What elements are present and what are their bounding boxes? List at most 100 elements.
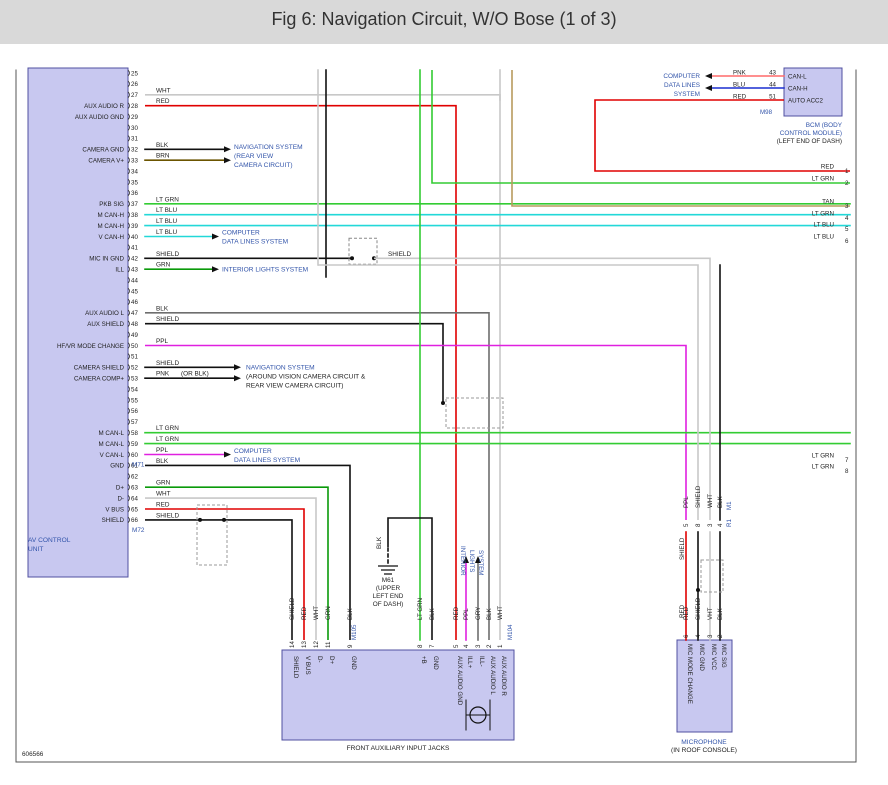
jack-pin-label-8: +B: [420, 656, 427, 664]
wire-label-shield-42: SHIELD: [388, 251, 411, 258]
av-pin-number-33: 33: [131, 158, 138, 165]
av-pin-label-43: ILL: [115, 267, 124, 274]
wire-47-blk: [145, 311, 490, 640]
connector-m105: M105: [351, 624, 358, 640]
av-pin-label-39: M CAN-H: [98, 223, 124, 230]
pin-terminal: [127, 80, 130, 88]
bcm-pin-label-44: CAN-H: [788, 85, 808, 92]
pin-terminal: [127, 505, 130, 513]
jack-pin-number-7: 7: [429, 644, 436, 648]
jack-pin-label-14: SHIELD: [292, 656, 299, 679]
shield-box-48: [445, 397, 504, 429]
figure-code: 606566: [22, 751, 44, 758]
ref-nav-rear-2: (REAR VIEW: [234, 153, 274, 160]
splice-dot: [222, 517, 226, 522]
av-pin-number-59: 59: [131, 441, 138, 448]
av-pin-label-66: SHIELD: [102, 517, 125, 524]
jack-pin-label-12: D-: [316, 656, 323, 663]
mic-bottom-wire-3: BLK: [717, 607, 724, 620]
wire-63-grn: [145, 486, 329, 640]
pin-terminal: [127, 102, 130, 109]
av-pin-number-58: 58: [131, 430, 138, 437]
pin-terminal: [127, 156, 130, 164]
wire-label-32: BLK: [156, 142, 169, 149]
ref-nav-rear-1: NAVIGATION SYSTEM: [234, 144, 303, 151]
ref-cds3-1: COMPUTER: [663, 73, 700, 80]
av-pin-number-47: 47: [131, 310, 138, 317]
arrow-icon: [705, 85, 712, 91]
jack-wire-label-11: GRN: [325, 606, 332, 620]
av-pin-number-45: 45: [131, 288, 138, 295]
av-pin-label-52: CAMERA SHIELD: [74, 365, 125, 372]
av-pin-number-29: 29: [131, 114, 138, 121]
pin-terminal: [127, 440, 130, 447]
wire-label-59: LT GRN: [156, 436, 179, 443]
pin-terminal: [127, 516, 130, 524]
ground-symbol-icon: [378, 565, 398, 575]
av-pin-label-38: M CAN-H: [98, 212, 124, 219]
arrow-icon: [705, 73, 712, 79]
av-pin-label-65: V BUS: [105, 506, 124, 513]
av-pin-number-48: 48: [131, 321, 138, 328]
mic-bottom-pin-3: 2: [717, 634, 724, 638]
av-pin-label-33: CAMERA V+: [88, 158, 124, 165]
connector-m98: M98: [760, 109, 773, 116]
arrow-icon: [234, 364, 241, 371]
jack-pin-number-4: 4: [463, 644, 470, 648]
av-pin-number-56: 56: [131, 408, 138, 415]
av-pin-number-50: 50: [131, 343, 138, 350]
wire-label-63: GRN: [156, 480, 171, 487]
jack-pin-label-11: D+: [328, 656, 335, 664]
offpage-wire-label-5: LT BLU: [814, 222, 834, 229]
pin-terminal: [127, 320, 130, 327]
mic-bottom-pin-2: 3: [707, 634, 714, 638]
av-pin-number-43: 43: [131, 267, 138, 274]
av-pin-number-31: 31: [131, 136, 138, 143]
jack-pin-label-1: AUX AUDIO R: [500, 656, 507, 696]
av-pin-number-26: 26: [131, 81, 138, 88]
pin-terminal: [127, 200, 130, 208]
av-control-unit-box: [27, 67, 129, 578]
pin-terminal: [127, 473, 130, 480]
offpage-number-4: 4: [845, 215, 849, 222]
pin-terminal: [127, 494, 130, 502]
pin-terminal: [127, 331, 130, 338]
arrow-icon: [224, 146, 231, 153]
pin-terminal: [127, 462, 130, 469]
arrow-icon: [234, 375, 241, 382]
mic-bottom-pin-0: 6: [683, 634, 690, 638]
wire-label-38: LT BLU: [156, 207, 177, 214]
jack-wire-label-3: GRY: [475, 607, 482, 620]
jack-pin-number-8: 8: [417, 644, 424, 648]
av-pin-number-66: 66: [131, 517, 138, 524]
av-pin-label-32: CAMERA GND: [82, 147, 124, 154]
pin-terminal: [127, 189, 130, 197]
wire-64-wht: [145, 497, 317, 640]
bcm-pin-number-51: 51: [769, 94, 776, 101]
pin-terminal: [127, 135, 130, 142]
arrow-icon: [224, 157, 231, 164]
wire-28-red: [145, 104, 457, 640]
pin-terminal: [127, 385, 130, 393]
av-pin-number-62: 62: [131, 474, 138, 481]
splice-dot: [350, 256, 354, 261]
pin-terminal: [127, 178, 130, 186]
bcm-wire-label-43: PNK: [733, 70, 747, 77]
connector-r1: R1: [726, 519, 733, 527]
wire-vertical-tan: [511, 70, 850, 207]
bcm-label-3: (LEFT END OF DASH): [777, 138, 842, 145]
wire-shield-wht-to-mic: [318, 264, 699, 520]
jack-pin-number-5: 5: [453, 644, 460, 648]
jack-pin-number-11: 11: [325, 641, 332, 648]
av-pin-number-41: 41: [131, 245, 138, 252]
wire-label-40: LT BLU: [156, 229, 177, 236]
ground-id: M61: [382, 577, 395, 584]
ground-desc-1: (UPPER: [376, 585, 401, 592]
jack-pin-number-3: 3: [475, 644, 482, 648]
pin-terminal: [127, 342, 130, 349]
av-pin-number-28: 28: [131, 103, 138, 110]
wire-65-red: [145, 508, 305, 640]
bcm-pin-label-43: CAN-L: [788, 73, 807, 80]
av-pin-label-61: GND: [110, 463, 124, 470]
offpage-number-8: 8: [845, 468, 849, 475]
